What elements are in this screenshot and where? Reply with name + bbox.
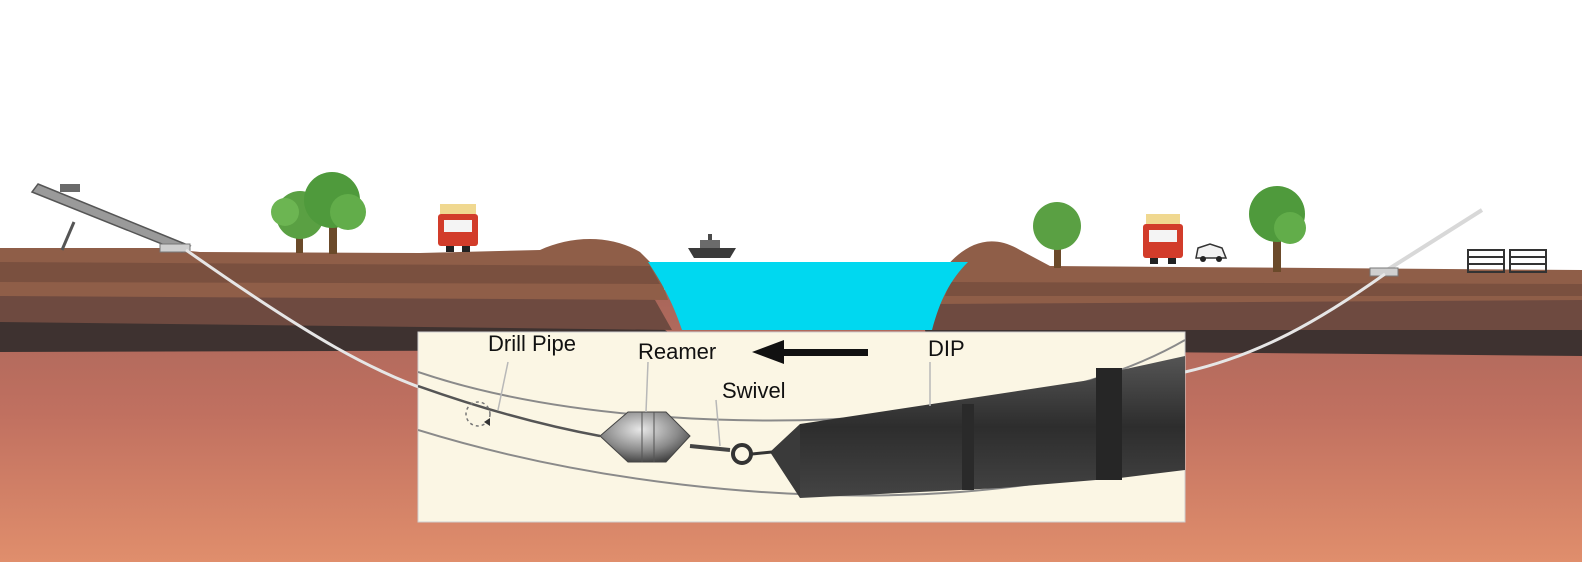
- drill-path: [1184, 272, 1386, 374]
- drill-pipe-label: Drill Pipe: [488, 331, 577, 356]
- truck-icon: [1143, 214, 1183, 264]
- dip-pipe-bell: [1096, 368, 1122, 480]
- reamer-leader: [645, 361, 649, 413]
- pipe-stack-icon: [1467, 249, 1547, 273]
- river-water: [648, 262, 968, 330]
- drill-rig-icon: [30, 183, 192, 253]
- swivel-leader: [715, 399, 721, 447]
- swivel-icon: [731, 443, 773, 465]
- tree-icon: [304, 172, 366, 254]
- reamer-label: Reamer: [638, 339, 717, 364]
- car-icon: [1195, 243, 1228, 262]
- right-topsoil-band: [945, 282, 1582, 296]
- right-mid-layer: [930, 296, 1582, 330]
- dip-pipe-joint: [962, 404, 974, 490]
- tree-icon: [1249, 186, 1306, 272]
- pulling-head: [770, 424, 800, 498]
- tree-icon: [1033, 202, 1081, 268]
- dip-pipe: [800, 356, 1185, 498]
- dip-label: DIP: [928, 336, 965, 361]
- drill-pipe-line: [418, 384, 601, 438]
- exit-rod-icon: [1369, 208, 1484, 277]
- truck-icon: [438, 204, 478, 252]
- left-topsoil-band: [0, 262, 660, 284]
- drill-pipe-leader: [497, 361, 509, 411]
- reamer-icon: [599, 411, 731, 463]
- boat-icon: [688, 234, 736, 258]
- rotation-arrow-icon: [465, 401, 491, 427]
- swivel-label: Swivel: [722, 378, 786, 403]
- pull-direction-arrow-icon: [752, 340, 868, 364]
